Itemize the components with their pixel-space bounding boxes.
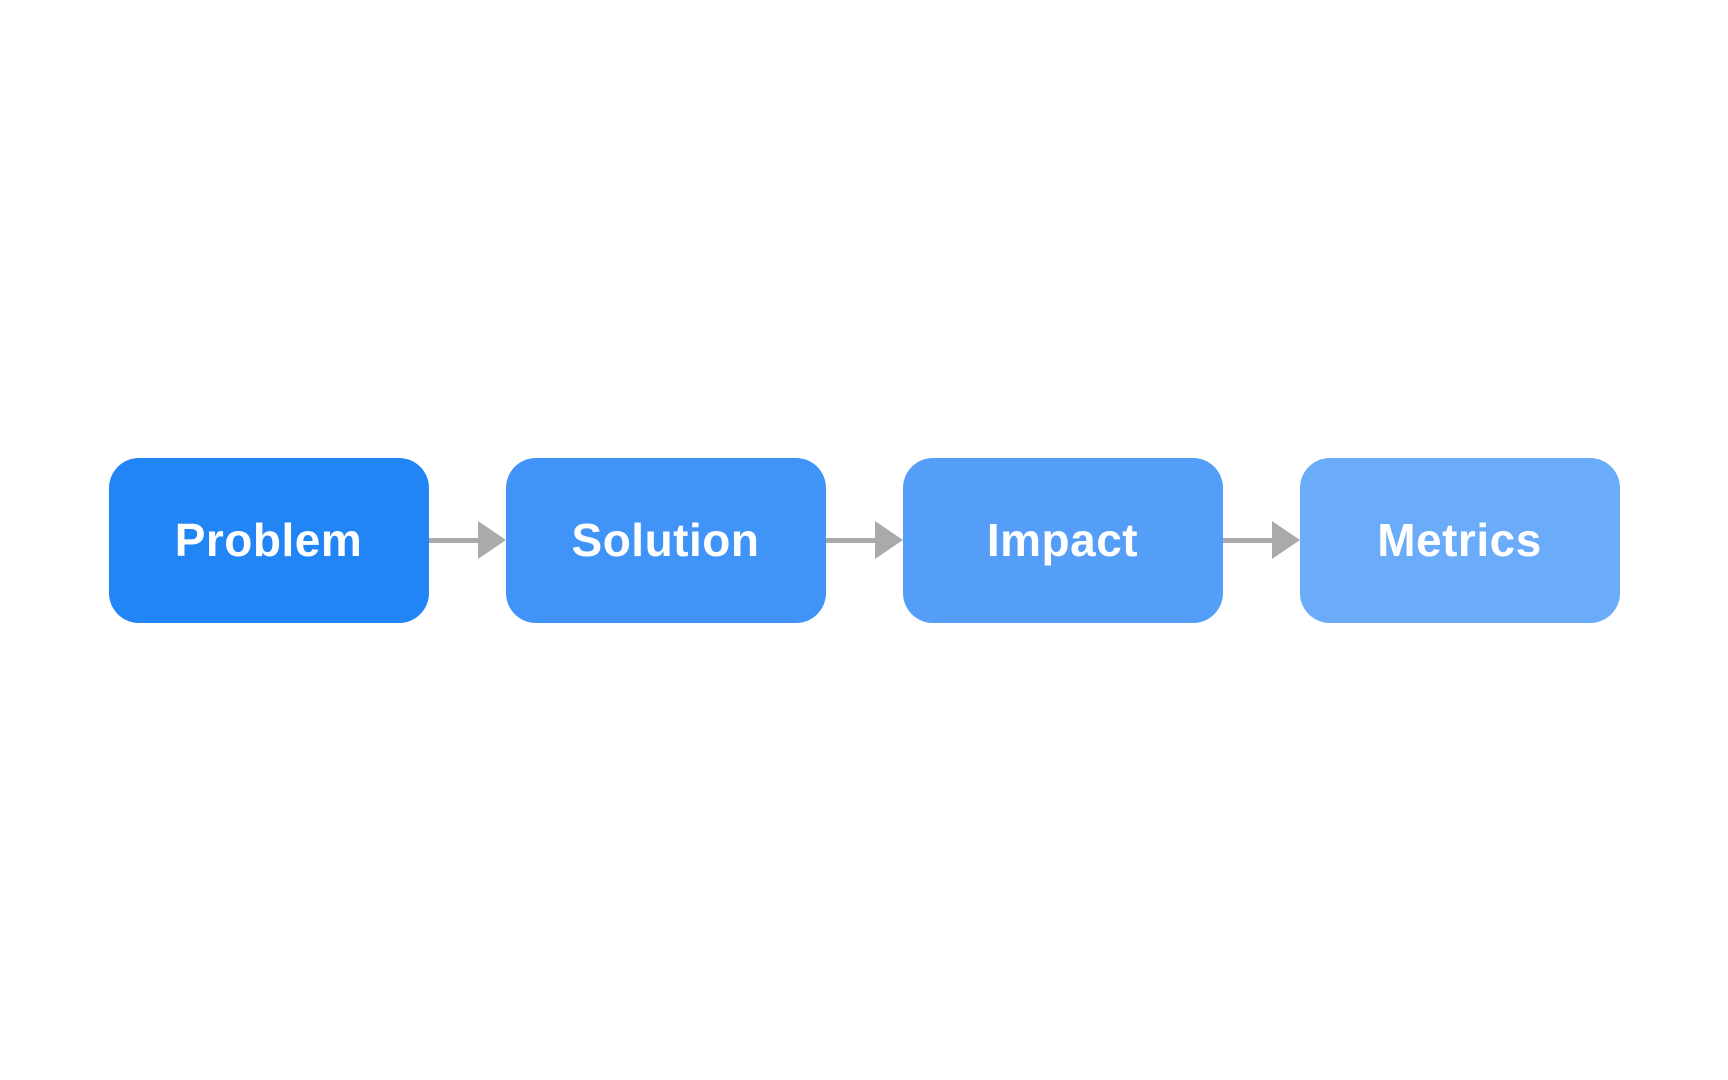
flow-node-solution-label: Solution (571, 514, 760, 566)
flow-row: Problem Solution Impact Metrics (108, 457, 1620, 623)
flow-node-solution: Solution (505, 457, 826, 623)
arrow-problem-to-solution-icon (428, 520, 506, 560)
arrow-shaft (1222, 537, 1272, 543)
arrow-shaft (825, 537, 875, 543)
arrow-impact-to-metrics-icon (1222, 520, 1300, 560)
flow-node-impact-label: Impact (986, 514, 1139, 566)
arrow-solution-to-impact-icon (825, 520, 903, 560)
arrow-shaft (428, 537, 478, 543)
arrow-head-icon (874, 521, 903, 559)
flow-node-metrics: Metrics (1299, 457, 1620, 623)
arrow-head-icon (1271, 521, 1300, 559)
flow-node-problem: Problem (108, 457, 429, 623)
arrow-head-icon (477, 521, 506, 559)
flow-node-impact: Impact (902, 457, 1223, 623)
flow-node-problem-label: Problem (174, 514, 363, 566)
flow-node-metrics-label: Metrics (1377, 514, 1542, 566)
